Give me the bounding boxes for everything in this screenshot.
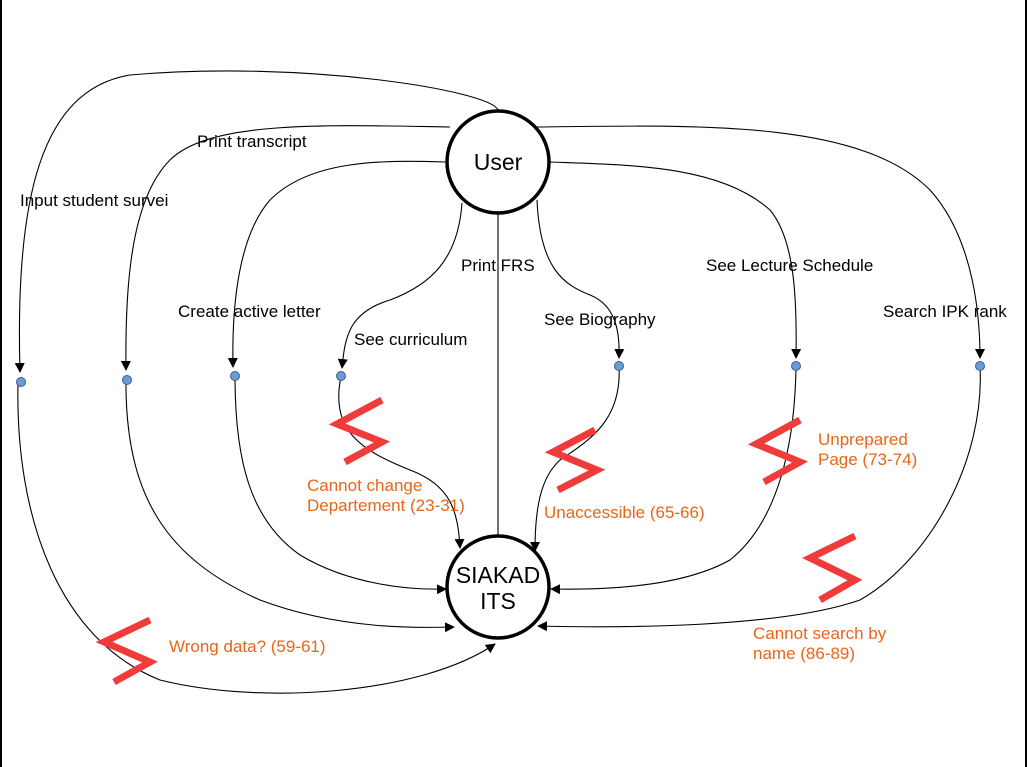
issue-cannot-change-departement-line1: Cannot change [307,476,422,495]
dot-see-lecture-schedule [791,361,801,371]
frame-left-border [0,0,2,767]
frame-right-border [1025,0,1027,767]
issue-unaccessible: Unaccessible (65-66) [544,503,705,522]
edge-input-student-survei-lower [17,381,496,694]
edge-search-ipk-rank-upper [536,125,985,359]
issue-cannot-change-departement-line2: Departement (23-31) [307,496,465,515]
edge-print-transcript-upper [120,125,451,371]
issue-wrong-data: Wrong data? (59-61) [169,637,326,656]
bolt-icon-survei [95,616,158,686]
dot-see-biography [614,361,624,371]
edge-label-see-biography: See Biography [544,310,656,329]
edge-label-input-student-survei: Input student survei [20,191,168,210]
user-node [445,109,551,215]
siakad-its-node-label-line1: SIAKAD [456,562,540,588]
edge-see-curriculum-lower [338,375,465,549]
dot-search-ipk-rank [975,361,985,371]
edge-label-search-ipk-rank: Search IPK rank [883,302,1007,321]
bolt-icon-biography [544,426,606,494]
edge-label-print-frs: Print FRS [461,256,535,275]
edge-see-lecture-schedule-lower [550,365,797,595]
edge-print-transcript-lower [125,379,455,633]
edge-label-see-curriculum: See curriculum [354,330,467,349]
issue-cannot-search-by-name-line1: Cannot search by [753,624,887,643]
dot-see-curriculum [336,371,346,381]
siakad-its-node [445,534,551,640]
bolt-icon-curriculum [328,396,391,466]
edge-see-biography-lower [530,365,620,552]
issue-unprepared-page-line2: Page (73-74) [818,450,917,469]
dot-create-active-letter [230,371,240,381]
dot-input-student-survei [16,377,26,387]
user-node-label: User [474,149,523,175]
edge-label-create-active-letter: Create active letter [178,302,321,321]
edge-create-active-letter-upper [227,160,446,368]
issue-unprepared-page-line1: Unprepared [818,430,908,449]
dot-print-transcript [122,375,132,385]
edge-label-print-transcript: Print transcript [197,132,307,151]
bolt-icon-ipk-rank [802,532,863,604]
edge-label-see-lecture-schedule: See Lecture Schedule [706,256,873,275]
edge-see-lecture-schedule-upper [549,161,802,359]
edge-create-active-letter-lower [234,375,447,595]
issue-cannot-search-by-name-line2: name (86-89) [753,644,855,663]
siakad-its-node-label-line2: ITS [480,588,516,614]
edge-see-curriculum-upper [337,202,463,369]
edge-search-ipk-rank-lower [537,365,981,632]
edge-see-biography-upper [536,199,625,359]
bolt-icon-lecture-schedule [747,416,809,486]
edge-input-student-survei-upper [14,70,499,373]
